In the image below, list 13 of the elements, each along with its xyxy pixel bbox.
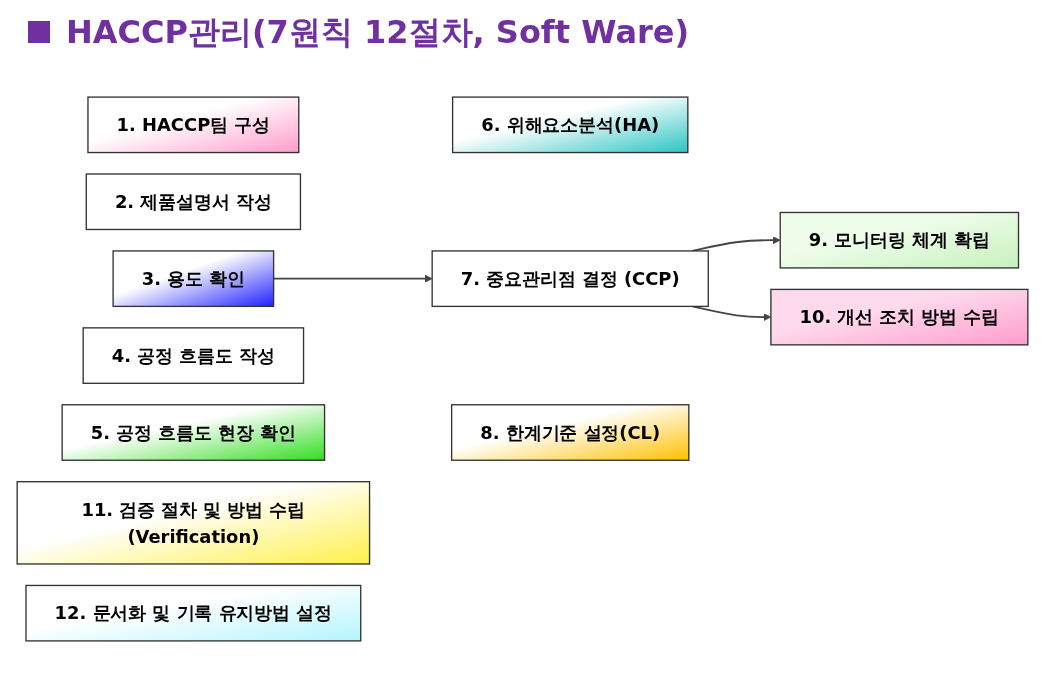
node-box: 7. 중요관리점 결정 (CCP) (431, 250, 709, 308)
node-box: 5. 공정 흐름도 현장 확인 (61, 404, 326, 461)
title: HACCP관리(7원칙 12절차, Soft Ware) (66, 12, 690, 52)
node-box: 8. 한계기준 설정(CL) (450, 404, 690, 461)
node-box: 10. 개선 조치 방법 수립 (770, 288, 1029, 346)
node-box: 11. 검증 절차 및 방법 수립(Verification) (16, 481, 371, 565)
node-box: 2. 제품설명서 작성 (85, 173, 302, 231)
node-box: 4. 공정 흐름도 작성 (82, 327, 305, 384)
node-box: 6. 위해요소분석(HA) (451, 96, 689, 154)
node-box: 3. 용도 확인 (112, 250, 275, 308)
node-box: 12. 문서화 및 기록 유지방법 설정 (25, 584, 362, 642)
node-box: 1. HACCP팀 구성 (87, 96, 300, 154)
node-box: 9. 모니터링 체계 확립 (779, 211, 1020, 269)
